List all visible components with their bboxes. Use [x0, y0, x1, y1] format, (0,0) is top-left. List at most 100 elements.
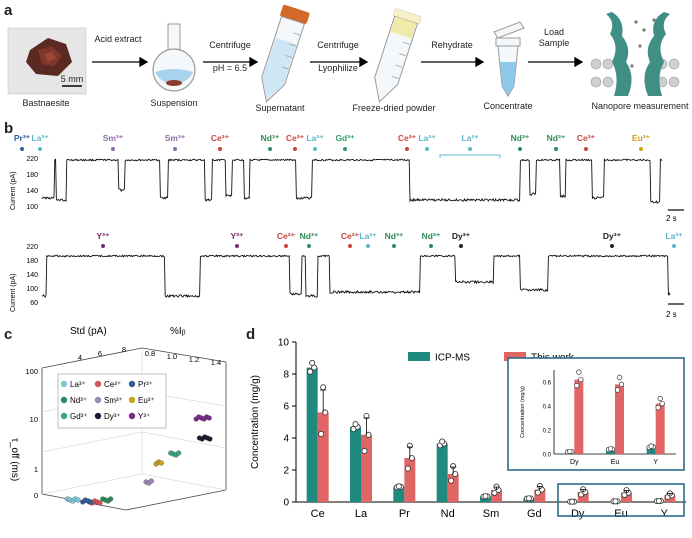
inset-bar	[646, 446, 656, 454]
legend-swatch	[60, 380, 68, 388]
scale-top: 2 s	[666, 214, 677, 223]
ion-marker-top	[554, 147, 558, 151]
bar-icp-ms	[393, 486, 405, 502]
ion-marker-bottom	[235, 244, 239, 248]
ytick-bottom: 140	[26, 272, 38, 279]
legend-swatch	[128, 396, 136, 404]
d-xtick: Sm	[483, 508, 500, 520]
inset-point	[655, 404, 661, 411]
scatter-point	[75, 497, 81, 503]
ion-label-bottom: Dy³⁺	[603, 231, 622, 241]
inset-point	[618, 381, 625, 388]
ion-label-top: La³⁺	[461, 133, 479, 143]
ion-label-top: Gd³⁺	[335, 133, 355, 143]
replicate-point	[525, 495, 532, 502]
ion-marker-top	[293, 147, 297, 151]
ion-label-bottom: Nd³⁺	[300, 231, 319, 241]
legend-swatch	[94, 396, 102, 404]
replicate-point	[352, 421, 359, 428]
d-ytick: 4	[283, 434, 289, 445]
d-xtick: La	[355, 508, 368, 520]
d-ytick: 2	[283, 466, 289, 477]
d-xtick: Y	[661, 508, 669, 520]
inset-point	[607, 446, 614, 452]
t-tick: 1	[34, 465, 38, 474]
axis-ib-label: %Iᵦ	[170, 326, 186, 337]
ib-tick: 1.0	[167, 352, 177, 361]
d-legend-label: ICP-MS	[435, 353, 470, 364]
legend-swatch	[60, 396, 68, 404]
legend-swatch	[128, 380, 136, 388]
ion-label-top: La³⁺	[306, 133, 324, 143]
bar-this-work	[491, 490, 502, 502]
inset-ytick: 0.4	[543, 405, 552, 411]
t-tick: 100	[25, 367, 38, 376]
step-label-freeze-dried: Freeze-dried powder	[352, 103, 436, 113]
inset-point	[657, 395, 663, 402]
ytick-top: 100	[26, 204, 38, 211]
legend-label: Ce³⁺	[104, 380, 121, 389]
ion-label-top: La³⁺	[418, 133, 436, 143]
inset-xtick: Dy	[570, 459, 579, 466]
d-xtick: Dy	[571, 508, 585, 520]
scale-bottom: 2 s	[666, 310, 677, 319]
scatter-point	[207, 436, 213, 442]
ion-marker-top	[173, 147, 177, 151]
ion-label-top: Ce³⁺	[577, 133, 596, 143]
replicate-point	[318, 430, 325, 437]
centrifuge-tube-icon	[261, 4, 310, 103]
bar-this-work	[621, 492, 632, 502]
ion-marker-top	[639, 147, 643, 151]
ion-label-bottom: Y³⁺	[97, 231, 111, 241]
legend-swatch	[94, 412, 102, 420]
d-ytick: 0	[283, 498, 289, 509]
highlight-box-bottom	[557, 483, 685, 517]
ytick-bottom: 100	[26, 286, 38, 293]
step-label-suspension: Suspension	[150, 98, 198, 108]
ion-marker-bottom	[284, 244, 288, 248]
legend-label: La³⁺	[70, 380, 86, 389]
replicate-point	[569, 498, 576, 505]
ion-label-bottom: Nd³⁺	[385, 231, 404, 241]
ion-label-top: Nd³⁺	[547, 133, 566, 143]
ion-label-top: Sm³⁺	[103, 133, 124, 143]
ion-marker-bottom	[307, 244, 311, 248]
ion-marker-top	[343, 147, 347, 151]
flask-icon	[152, 23, 196, 92]
arrow-label-4: Rehydrate	[431, 40, 473, 50]
inset-ylabel: Concentration (mg/g)	[520, 386, 526, 438]
scatter-point	[158, 460, 164, 466]
inset-point	[659, 400, 665, 407]
legend-label: Eu³⁺	[138, 396, 155, 405]
d-xtick: Pr	[399, 508, 410, 520]
ion-label-top: Ce³⁺	[211, 133, 230, 143]
ylabel-top: Current (pA)	[10, 171, 17, 210]
ytick-bottom: 60	[30, 300, 38, 307]
ion-marker-top	[584, 147, 588, 151]
scale-bar-label: 5 mm	[60, 74, 84, 84]
replicate-point	[395, 483, 402, 490]
ib-tick: 1.2	[189, 355, 199, 364]
ion-label-top: Ce³⁺	[286, 133, 305, 143]
ion-marker-top	[468, 147, 472, 151]
replicate-point	[408, 454, 415, 461]
ion-marker-bottom	[672, 244, 676, 248]
inset-xtick: Y	[653, 459, 658, 466]
ytick-bottom: 220	[26, 244, 38, 251]
bar-this-work	[361, 434, 372, 502]
legend-label: Gd³⁺	[70, 412, 88, 421]
ion-label-bottom: Nd³⁺	[422, 231, 441, 241]
ion-marker-bottom	[366, 244, 370, 248]
replicate-point	[404, 465, 411, 472]
replicate-point	[322, 409, 329, 416]
t-tick: 0	[34, 491, 38, 500]
panel-a-illustration	[7, 4, 680, 103]
ion-label-top: Nd³⁺	[511, 133, 530, 143]
ion-marker-top	[268, 147, 272, 151]
legend-label: Dy³⁺	[104, 412, 121, 421]
replicate-point	[365, 431, 372, 438]
ion-label-top: Ce³⁺	[398, 133, 417, 143]
arrow-label-1: Acid extract	[94, 34, 142, 44]
